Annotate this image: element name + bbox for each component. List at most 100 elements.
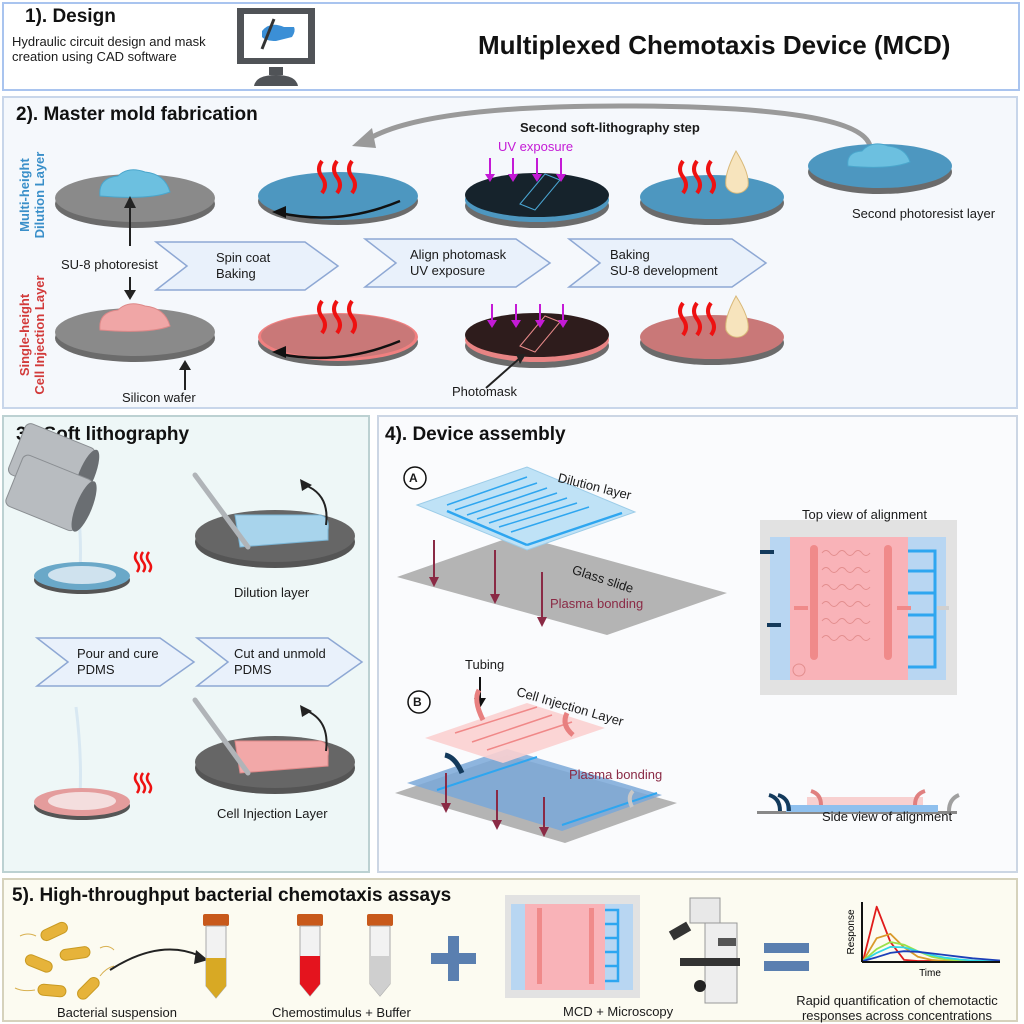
uv-exposure-label: UV exposure — [498, 139, 574, 154]
pen-icon — [260, 18, 276, 50]
top-view-diagram — [760, 520, 957, 695]
plasma-arrows-b — [441, 773, 549, 837]
microscope-icon — [668, 897, 740, 1004]
step-pour-line1: Pour and cure — [77, 646, 159, 661]
mcd-microscopy-label: MCD + Microscopy — [563, 1004, 674, 1019]
step-chevron-pour — [34, 637, 196, 687]
step-spin-line2: Baking — [216, 266, 256, 281]
design-desc-line1: Hydraulic circuit design and mask — [12, 34, 206, 49]
marker-a: A — [409, 471, 418, 485]
step-develop-line2: SU-8 development — [610, 263, 718, 278]
tube-bacterial — [203, 914, 229, 999]
unmold-bottom — [192, 697, 355, 794]
bacteria-icon — [14, 921, 115, 1000]
dilution-layer-chip — [415, 466, 637, 551]
wafer-arrowhead — [179, 360, 191, 370]
device-assembly-illustration — [395, 466, 960, 843]
assays-illustration — [14, 895, 809, 1004]
su8-photoresist-label: SU-8 photoresist — [61, 257, 158, 272]
marker-b: B — [413, 695, 422, 709]
second-photoresist-label: Second photoresist layer — [852, 206, 996, 221]
dilution-channels-b — [436, 756, 658, 826]
y-axis-label: Response — [846, 909, 857, 954]
assays-heading: 5). High-throughput bacterial chemotaxis… — [12, 885, 452, 906]
step-chevron-align — [362, 238, 552, 288]
master-mold-heading: 2). Master mold fabrication — [16, 104, 258, 125]
step-develop-text: Baking SU-8 development — [610, 247, 718, 279]
su8-down-arrowhead — [124, 290, 136, 300]
pour-bottom — [5, 454, 153, 820]
page-title: Multiplexed Chemotaxis Device (MCD) — [478, 30, 951, 60]
tube-chemostimulus — [297, 914, 323, 997]
response-chart: Time Response — [846, 902, 1001, 979]
step-spin-text: Spin coat Baking — [216, 250, 270, 282]
step-align-line1: Align photomask — [410, 247, 507, 262]
step-develop-line1: Baking — [610, 247, 650, 262]
computer-drawing-icon — [237, 8, 315, 86]
photomask-label: Photomask — [452, 384, 518, 399]
master-mold-illustration — [55, 103, 952, 390]
side-view-label: Side view of alignment — [822, 809, 953, 824]
response-curve-conc-4 — [862, 946, 1000, 962]
response-series-group — [862, 905, 1001, 962]
tube-buffer — [367, 914, 393, 997]
chemostimulus-buffer-label: Chemostimulus + Buffer — [272, 1005, 411, 1020]
glass-slide — [397, 535, 727, 635]
step-pour-line2: PDMS — [77, 662, 115, 677]
design-panel — [2, 2, 1020, 91]
x-axis-label: Time — [919, 968, 941, 979]
cell-injection-layer-chip — [425, 688, 605, 763]
step-pour-text: Pour and cure PDMS — [77, 646, 159, 678]
wafer-uv-pink — [465, 313, 609, 389]
monitor-base — [254, 75, 298, 86]
result-text: Rapid quantification of chemotactic resp… — [782, 993, 1012, 1023]
dark-tubing — [444, 752, 465, 775]
top-view-label: Top view of alignment — [802, 507, 928, 522]
step-chevron-develop — [566, 238, 768, 288]
step-align-text: Align photomask UV exposure — [410, 247, 506, 279]
tubing-label: Tubing — [465, 657, 505, 672]
soft-lith-cell-label: Cell Injection Layer — [217, 806, 328, 821]
step-align-line2: UV exposure — [410, 263, 486, 278]
wafer-second-photoresist — [808, 143, 952, 194]
unmold-top — [192, 472, 355, 568]
response-curve-conc-5 — [862, 950, 1001, 962]
uv-arrows-top — [485, 158, 566, 182]
plus-icon-v — [448, 936, 459, 981]
wafer-spin-pink — [258, 299, 418, 366]
wafer-su8-blue — [55, 169, 215, 228]
equals-icon-top — [764, 943, 809, 953]
design-heading: 1). Design — [25, 6, 116, 27]
silicon-wafer-label: Silicon wafer — [122, 390, 196, 405]
step-chevron-spin — [153, 241, 340, 291]
second-step-arrow — [363, 103, 873, 147]
step-spin-line1: Spin coat — [216, 250, 271, 265]
plasma-bonding-a-label: Plasma bonding — [550, 596, 644, 611]
marker-a-circle — [403, 466, 427, 490]
design-desc-line2: creation using CAD software — [12, 49, 177, 64]
soft-lithography-illustration — [5, 423, 355, 820]
mcd-thumbnail — [505, 895, 640, 998]
step-cut-text: Cut and unmold PDMS — [234, 646, 326, 678]
step-cut-line1: Cut and unmold — [234, 646, 326, 661]
su8-up-arrowhead — [124, 196, 136, 208]
wafer-spin-blue — [258, 159, 418, 225]
wafer-su8-pink — [55, 303, 215, 362]
result-line1: Rapid quantification of chemotactic — [796, 993, 998, 1008]
result-line2: responses across concentrations — [801, 1008, 993, 1023]
plasma-bonding-b-label: Plasma bonding — [569, 767, 663, 782]
transfer-arrow — [109, 948, 201, 971]
step-cut-line2: PDMS — [234, 662, 272, 677]
soft-lith-dilution-label: Dilution layer — [234, 585, 310, 600]
bacterial-suspension-label: Bacterial suspension — [57, 1005, 177, 1020]
wafer-uv-blue — [465, 173, 609, 228]
device-assembly-heading: 4). Device assembly — [385, 424, 566, 445]
monitor-neck — [269, 67, 283, 75]
marker-b-circle — [407, 690, 431, 714]
second-step-arrowhead — [352, 128, 376, 148]
wafer-develop-pink — [640, 295, 784, 365]
wafer-develop-blue — [640, 149, 784, 225]
equals-icon-bottom — [764, 961, 809, 971]
second-step-label: Second soft-lithography step — [520, 120, 700, 135]
dilution-layer-b — [407, 749, 662, 831]
